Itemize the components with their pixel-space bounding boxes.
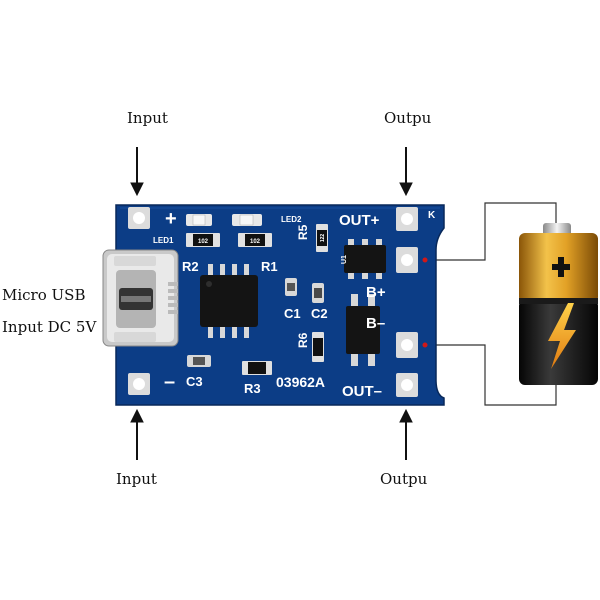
resistor-r6: [312, 332, 324, 362]
c3-label: C3: [186, 374, 203, 389]
resistor-code: 122: [320, 234, 326, 243]
input-plus-marking: +: [165, 208, 177, 230]
r1-label: R1: [261, 259, 278, 274]
led2: [232, 214, 262, 226]
charger-ic: [200, 264, 258, 338]
r6-label: R6: [296, 332, 310, 348]
battery-icon: [519, 223, 598, 385]
arrow-up-icon: [130, 408, 144, 460]
out-minus-pad: [396, 373, 418, 397]
part-number-label: 03962A: [276, 374, 325, 390]
output-top-label: Outpu: [384, 109, 432, 127]
arrow-down-icon: [399, 147, 413, 197]
out-plus-pad: [396, 207, 418, 231]
input-top-label: Input: [127, 109, 168, 127]
micro-usb-connector: [102, 249, 179, 347]
c2-label: C2: [311, 306, 328, 321]
resistor-code: 102: [250, 239, 261, 245]
out-minus-label: OUT–: [342, 383, 382, 400]
input-plus-pad: [128, 207, 150, 229]
input-dc-label: Input DC 5V: [2, 318, 97, 336]
led1: [186, 214, 212, 226]
input-minus-pad: [128, 373, 150, 395]
k-label: K: [428, 210, 436, 221]
resistor-code: 102: [198, 239, 209, 245]
r5-label: R5: [296, 224, 310, 240]
led1-label: LED1: [153, 236, 174, 245]
r3-label: R3: [244, 381, 261, 396]
b-plus-pad: [396, 247, 428, 273]
led2-label: LED2: [281, 215, 302, 224]
mosfet-ic: [346, 294, 380, 366]
arrow-down-icon: [130, 147, 144, 197]
output-bottom-label: Outpu: [380, 470, 428, 488]
resistor-r2: 102: [186, 233, 220, 247]
resistor-r1: 102: [238, 233, 272, 247]
b-plus-label: B+: [366, 284, 386, 301]
u1-label: U1: [341, 255, 348, 264]
c1-label: C1: [284, 306, 301, 321]
capacitor-c1: [285, 278, 297, 296]
capacitor-c2: [312, 283, 324, 303]
resistor-r3: [242, 361, 272, 375]
input-minus-marking: –: [164, 371, 175, 393]
b-minus-pad: [396, 332, 428, 358]
r2-label: R2: [182, 259, 199, 274]
arrow-up-icon: [399, 408, 413, 460]
resistor-r5: 122: [316, 224, 328, 252]
capacitor-c3: [187, 355, 211, 367]
silkscreen: + – LED1 LED2 OUT+ OUT– B+ B– R2 R1 C1 C…: [153, 208, 436, 400]
lightning-bolt-icon: [548, 303, 576, 369]
battery-wires: [425, 202, 557, 406]
input-bottom-label: Input: [116, 470, 157, 488]
micro-usb-label: Micro USB: [2, 286, 86, 304]
protection-ic: [344, 239, 386, 279]
out-plus-label: OUT+: [339, 212, 380, 229]
plus-icon: [552, 257, 570, 277]
b-minus-label: B–: [366, 315, 385, 332]
